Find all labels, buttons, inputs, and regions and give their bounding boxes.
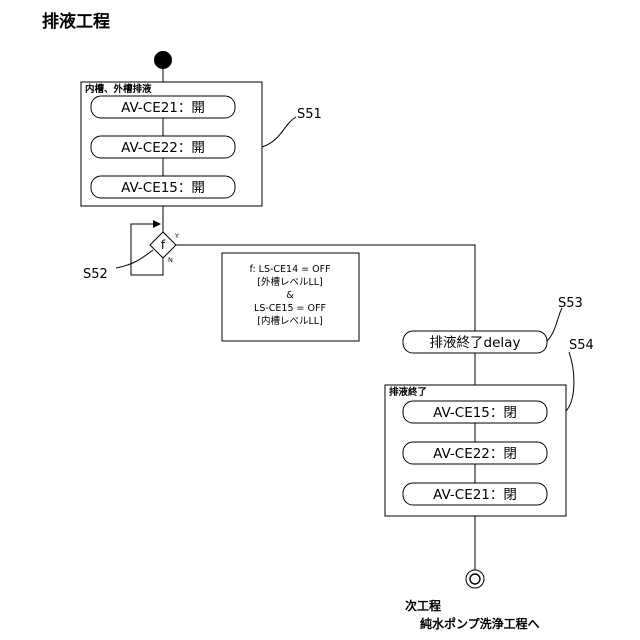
group-drain-end-label: 排液終了 (389, 386, 427, 398)
diagram-title: 排液工程 (42, 11, 110, 32)
start-node (154, 51, 172, 69)
action-label: AV-CE15：開 (121, 180, 205, 196)
callout-leader (262, 117, 296, 147)
next-process-label: 次工程 (405, 598, 441, 613)
condition-line: & (286, 290, 294, 301)
callout-s52: S52 (83, 267, 108, 282)
condition-line: f: LS-CE14 = OFF (249, 264, 330, 275)
condition-line: [内槽レベルLL] (257, 315, 323, 327)
callout-leader (116, 250, 153, 268)
group-drain-label: 内槽、外槽排液 (85, 83, 152, 95)
callout-s53: S53 (558, 296, 583, 311)
callout-s51: S51 (297, 107, 322, 122)
end-node-inner (470, 574, 480, 584)
delay-action-label: 排液終了delay (430, 335, 521, 351)
action-label: AV-CE15：閉 (433, 405, 517, 421)
decision-no-label: N (168, 256, 173, 264)
callout-leader (566, 352, 574, 411)
action-label: AV-CE21：閉 (433, 487, 517, 503)
next-process-name: 純水ポンプ洗浄工程へ (420, 616, 540, 631)
callout-s54: S54 (569, 338, 594, 353)
condition-line: LS-CE15 = OFF (254, 303, 326, 314)
callout-leader (547, 308, 562, 341)
condition-line: [外槽レベルLL] (257, 276, 323, 288)
action-label: AV-CE21：開 (121, 100, 205, 116)
decision-yes-label: Y (174, 232, 179, 240)
action-label: AV-CE22：開 (121, 140, 205, 156)
action-label: AV-CE22：閉 (433, 446, 517, 462)
